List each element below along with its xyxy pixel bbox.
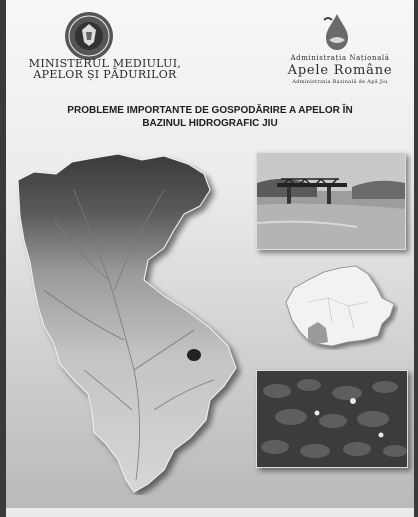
title-line-2: BAZINUL HIDROGRAFIC JIU [142,118,278,129]
romania-location-map [285,265,395,347]
water-lilies-photo [256,370,408,468]
ministry-line-2: APELOR ȘI PĂDURILOR [33,68,177,81]
agency-name: Administrația Națională Apele Române Adm… [270,54,410,85]
title-line-1: PROBLEME IMPORTANTE DE GOSPODĂRIRE A APE… [67,105,353,116]
ministry-line-1: MINISTERUL MEDIULUI, [28,57,182,70]
page-bottom-edge [6,508,414,517]
coat-of-arms-icon [65,12,113,60]
cover-page: MINISTERUL MEDIULUI, APELOR ȘI PĂDURILOR… [6,0,414,517]
water-drop-logo-icon [323,14,348,50]
jiu-basin-map [17,153,237,493]
document-title: PROBLEME IMPORTANTE DE GOSPODĂRIRE A APE… [26,104,394,130]
agency-line-3: Administrația Bazinală de Apă Jiu [292,79,388,85]
agency-line-1: Administrația Națională [290,54,390,62]
ministry-name: MINISTERUL MEDIULUI, APELOR ȘI PĂDURILOR [20,58,190,80]
bridge-river-photo [256,152,406,250]
agency-line-2: Apele Române [287,63,393,78]
